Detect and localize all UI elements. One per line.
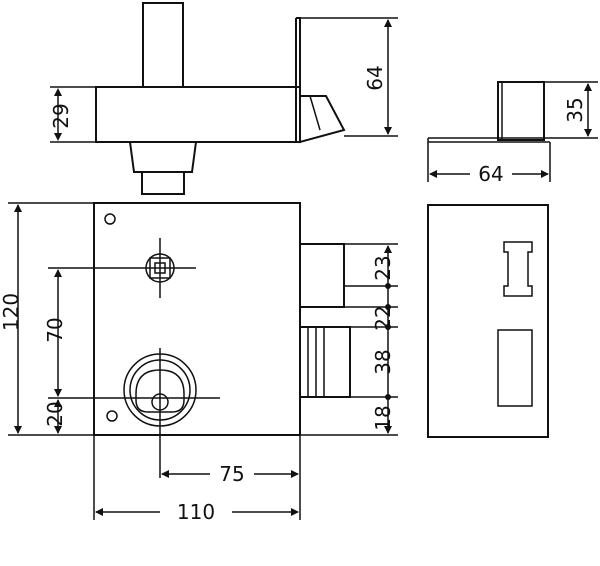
side-block [497,81,545,141]
screw-hole-top [104,213,116,225]
dim-right-22: 22 [371,305,395,330]
dim-front-75: 75 [219,462,244,486]
dim-right-18: 18 [371,405,395,430]
dim-side-64: 64 [478,162,503,186]
top-lock-body [95,86,297,143]
top-cylinder-barrel [141,171,185,195]
front-lock-body [93,202,301,436]
dim-front-110: 110 [177,500,215,524]
top-cylinder-collar [128,141,198,173]
dim-right-23: 23 [371,255,395,280]
dim-top-29: 29 [49,103,73,128]
dim-front-120: 120 [0,293,23,331]
strike-slot-upper [503,241,533,297]
dim-side-35: 35 [563,97,587,122]
side-view: 35 64 [427,81,598,186]
dim-front-70: 70 [43,317,67,342]
front-view: 23 22 38 18 120 70 20 75 110 [0,202,398,524]
strike-plate [427,204,549,438]
strike-slot-lower [497,329,533,407]
dim-top-64: 64 [363,65,387,90]
screw-hole-bottom [106,410,118,422]
cylinder-inner [135,369,185,413]
front-latch-upper [299,243,345,308]
top-strike-plate [296,17,301,143]
top-latch-wedge [299,95,346,144]
top-view: 29 64 [49,2,398,195]
dim-front-20: 20 [43,401,67,426]
top-bolt-vertical [142,2,184,88]
strike-plate-view [427,204,549,438]
dim-right-38: 38 [371,349,395,374]
